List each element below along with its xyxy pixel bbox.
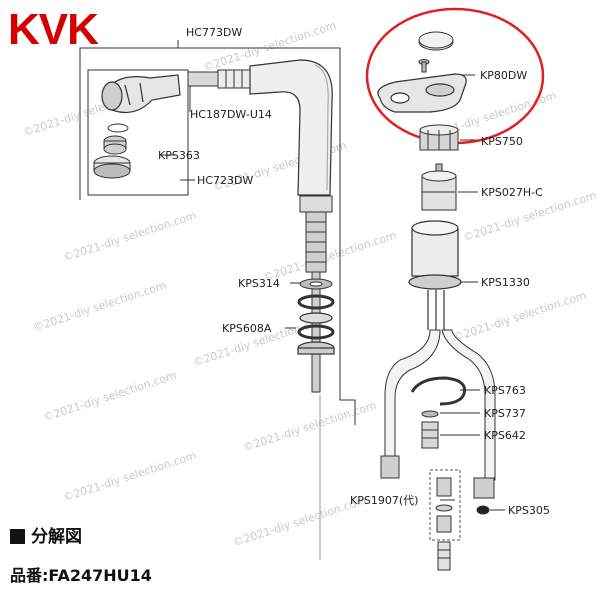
- kps642-nut: [421, 421, 439, 449]
- part-label-hc187dw-u14: HC187DW-U14: [190, 108, 272, 121]
- part-label-kps642: KPS642: [484, 429, 526, 442]
- logo-text: KVK: [8, 6, 99, 50]
- kps363-parts: [93, 123, 131, 179]
- kps763-clip: [410, 376, 467, 406]
- spout-shank: [299, 195, 333, 393]
- kps027hc-cartridge: [421, 163, 457, 211]
- part-label-kps314: KPS314: [238, 277, 280, 290]
- part-label-hc773dw: HC773DW: [186, 26, 243, 39]
- part-label-kps1907: KPS1907(代): [350, 494, 419, 507]
- kps314-washer: [299, 278, 333, 290]
- section-heading: 分解図: [10, 522, 82, 547]
- part-label-kps750: KPS750: [481, 135, 523, 148]
- part-label-hc723dw: HC723DW: [197, 174, 254, 187]
- kp80dw-cap: [418, 31, 454, 51]
- heading-text: 分解図: [31, 527, 82, 547]
- subassembly-box: [87, 69, 189, 196]
- spray-head: [101, 74, 181, 113]
- part-label-kps608a: KPS608A: [222, 322, 272, 335]
- part-label-kps737: KPS737: [484, 407, 526, 420]
- kps1907-adapter: [435, 477, 453, 571]
- kps608a-set: [297, 294, 335, 355]
- part-label-kps363: KPS363: [158, 149, 200, 162]
- part-label-kps305: KPS305: [508, 504, 550, 517]
- leader-line: [178, 47, 356, 425]
- spout-body: [249, 59, 333, 196]
- kps1907-group-box: [429, 469, 461, 541]
- kp80dw-plate: [377, 73, 467, 113]
- part-label-kp80dw: KP80DW: [480, 69, 528, 82]
- supply-hoses: [380, 329, 496, 499]
- kps305-washer: [476, 505, 490, 515]
- part-label-kps027h-c: KPS027H-C: [481, 186, 543, 199]
- model-number: 品番:FA247HU14: [10, 566, 152, 585]
- kps750-nut: [419, 124, 459, 151]
- square-bullet-icon: [10, 529, 25, 544]
- hose-connector: [187, 69, 251, 89]
- part-label-kps763: KPS763: [484, 384, 526, 397]
- kvk-logo: KVK: [8, 6, 100, 50]
- kps737-washer: [421, 410, 439, 418]
- part-label-kps1330: KPS1330: [481, 276, 530, 289]
- leader-line: [79, 40, 179, 200]
- kp80dw-screw: [418, 59, 430, 73]
- kps1330-body: [408, 220, 462, 330]
